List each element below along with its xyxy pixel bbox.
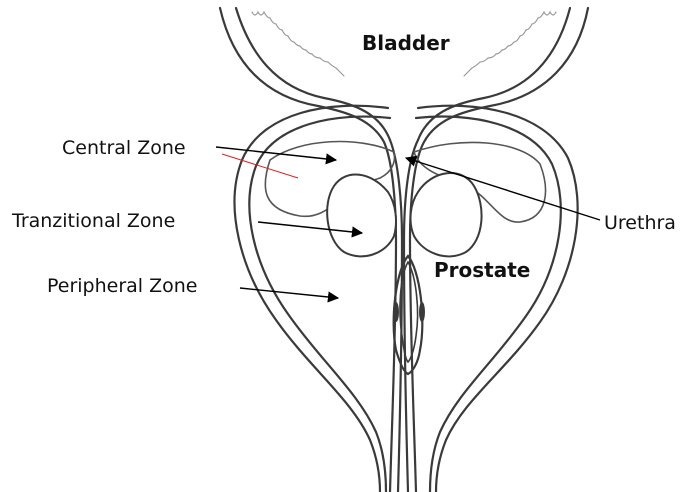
urethra-structure bbox=[393, 256, 425, 374]
ejaculatory-duct-left bbox=[393, 302, 399, 322]
peripheral-zone-label: Peripheral Zone bbox=[47, 277, 198, 296]
capsule-right-inner bbox=[416, 117, 561, 492]
ejaculatory-duct-right bbox=[419, 302, 425, 322]
peripheral-zone-arrow bbox=[240, 288, 338, 298]
bladder-label: Bladder bbox=[362, 33, 450, 53]
prostate-label: Prostate bbox=[434, 260, 530, 280]
transitional-zone-label: Tranzitional Zone bbox=[12, 212, 175, 231]
bladder-shape bbox=[220, 8, 588, 492]
urethra-label: Urethra bbox=[604, 214, 676, 233]
bladder-wavy-lining-left bbox=[252, 12, 344, 76]
bladder-wavy-lining-right bbox=[464, 12, 556, 76]
transitional-zone-right bbox=[411, 173, 482, 256]
capsule-right-outer bbox=[418, 106, 578, 492]
transitional-zone-left bbox=[327, 175, 396, 257]
central-zone-label: Central Zone bbox=[62, 139, 186, 158]
